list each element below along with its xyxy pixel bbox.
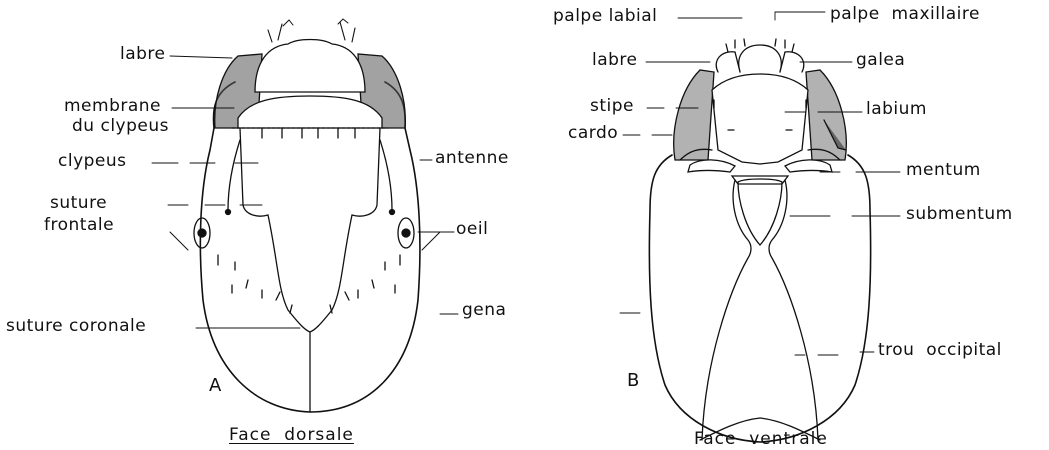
label-submentum: submentum bbox=[906, 204, 1013, 224]
label-labium: labium bbox=[866, 99, 927, 119]
view-letter-b: B bbox=[627, 370, 639, 391]
label-suture-coronale: suture coronale bbox=[6, 316, 146, 336]
label-cardo: cardo bbox=[568, 123, 618, 143]
ventral-left-maxilla bbox=[674, 70, 714, 160]
label-suture-frontale-line1: suture bbox=[50, 193, 107, 213]
label-clypeus: clypeus bbox=[58, 151, 127, 171]
ventral-gula bbox=[702, 180, 818, 440]
caption-face-ventrale: Face ventrale bbox=[694, 429, 828, 449]
label-antenne: antenne bbox=[435, 148, 509, 168]
ventral-stipes bbox=[712, 74, 808, 164]
label-galea: galea bbox=[856, 50, 905, 70]
label-trou-occipital: trou occipital bbox=[878, 340, 1002, 360]
label-oeil: oeil bbox=[456, 219, 488, 239]
dorsal-labrum bbox=[255, 40, 365, 93]
dorsal-head bbox=[170, 19, 440, 412]
label-palpe-maxillaire: palpe maxillaire bbox=[830, 4, 980, 24]
dorsal-frons bbox=[240, 128, 380, 332]
label-membrane-clypeus-line1: membrane bbox=[64, 96, 161, 116]
view-letter-a: A bbox=[209, 375, 221, 396]
label-stipe: stipe bbox=[590, 96, 634, 116]
ventral-head bbox=[649, 39, 870, 442]
label-gena: gena bbox=[462, 300, 506, 320]
caption-face-dorsale: Face dorsale bbox=[229, 425, 354, 445]
label-palpe-labial: palpe labial bbox=[553, 6, 657, 26]
label-labre-dorsal: labre bbox=[120, 44, 166, 64]
label-labre-ventral: labre bbox=[592, 50, 638, 70]
ventral-head-capsule bbox=[649, 155, 870, 442]
label-membrane-clypeus-line2: du clypeus bbox=[72, 116, 169, 136]
label-suture-frontale-line2: frontale bbox=[44, 215, 114, 235]
label-mentum: mentum bbox=[906, 160, 981, 180]
